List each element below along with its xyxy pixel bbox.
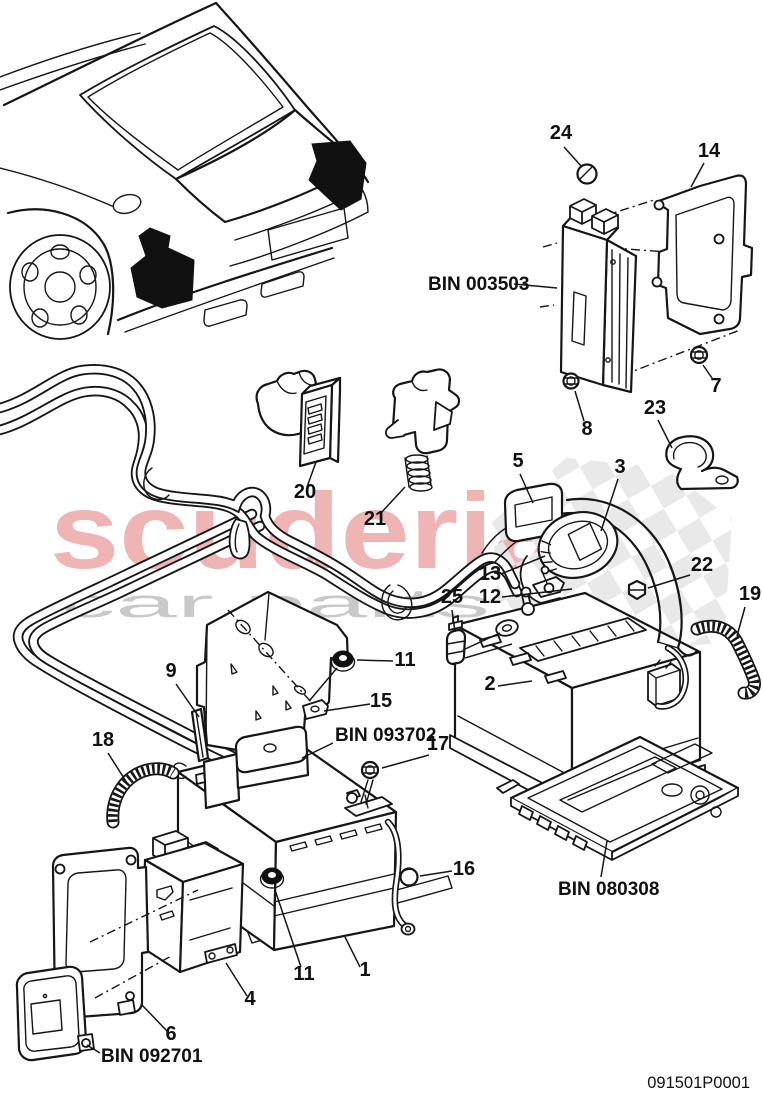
callout-labels: 24 14 7 8 23 20 21 5 3 13 12 22 19 25 2 …	[92, 122, 761, 1067]
part-4-control-module	[141, 830, 245, 974]
part-7-nut	[689, 345, 709, 365]
part-18-corrugated-hose	[106, 762, 180, 829]
part-25-terminal-stud	[445, 615, 513, 666]
bin-label-control-module: BIN 003503	[428, 274, 529, 295]
callout-1: 1	[359, 959, 370, 981]
part-9-strap	[190, 707, 210, 763]
harness-clip-loop	[228, 518, 251, 560]
battery-1-assembly	[172, 725, 453, 952]
part-11-grommet-upper	[309, 650, 356, 701]
part-16-cap	[399, 867, 419, 887]
callout-7: 7	[710, 375, 721, 397]
callout-14: 14	[698, 140, 721, 162]
callout-18: 18	[92, 729, 114, 751]
part-8-nut	[562, 372, 580, 390]
callout-24: 24	[550, 122, 573, 144]
control-module-bin-003503	[539, 198, 741, 394]
part-14-mounting-bracket	[651, 174, 754, 336]
wiring-harness	[0, 364, 523, 776]
callout-19: 19	[739, 583, 761, 605]
harness-coil-clip	[381, 584, 413, 621]
car-location-illustration	[0, 1, 370, 340]
callout-3: 3	[614, 456, 625, 478]
callout-9: 9	[165, 660, 176, 682]
callout-5: 5	[512, 450, 523, 472]
callout-4: 4	[244, 988, 256, 1010]
bin-label-battery-fuse-box: BIN 093702	[335, 725, 436, 746]
callout-22: 22	[691, 554, 713, 576]
sensor-module-bin-092701	[15, 965, 95, 1062]
callout-20: 20	[294, 481, 316, 503]
drawing-number: 091501P0001	[647, 1074, 750, 1092]
callout-8: 8	[581, 418, 592, 440]
callout-17: 17	[427, 733, 449, 755]
leader-lines	[86, 146, 746, 1054]
callout-21: 21	[364, 508, 386, 530]
component-location-left	[130, 227, 195, 309]
callout-12: 12	[479, 586, 501, 608]
part-23-p-clamp	[665, 435, 739, 491]
callout-23: 23	[644, 397, 666, 419]
callout-25: 25	[441, 586, 463, 608]
callout-15: 15	[370, 690, 392, 712]
part-11-grommet-lower	[259, 867, 285, 889]
bin-label-battery-tray: BIN 080308	[558, 879, 659, 900]
part-20-connector-holder	[255, 369, 342, 468]
part-19-corrugated-hose	[690, 619, 761, 700]
part-17-nut	[360, 760, 380, 805]
battery-tray-bin-080308	[496, 735, 740, 861]
part-21-bracket	[385, 368, 461, 492]
component-location-right	[308, 140, 367, 211]
part-22-bolt	[627, 579, 647, 601]
callout-16: 16	[453, 858, 475, 880]
callout-2: 2	[484, 673, 495, 695]
callout-13: 13	[479, 563, 501, 585]
callout-6: 6	[165, 1023, 176, 1045]
part-24-cap	[576, 163, 598, 185]
callout-11-upper: 11	[394, 649, 415, 671]
callout-11-lower: 11	[293, 963, 314, 985]
bin-label-sensor-module: BIN 092701	[101, 1046, 203, 1067]
